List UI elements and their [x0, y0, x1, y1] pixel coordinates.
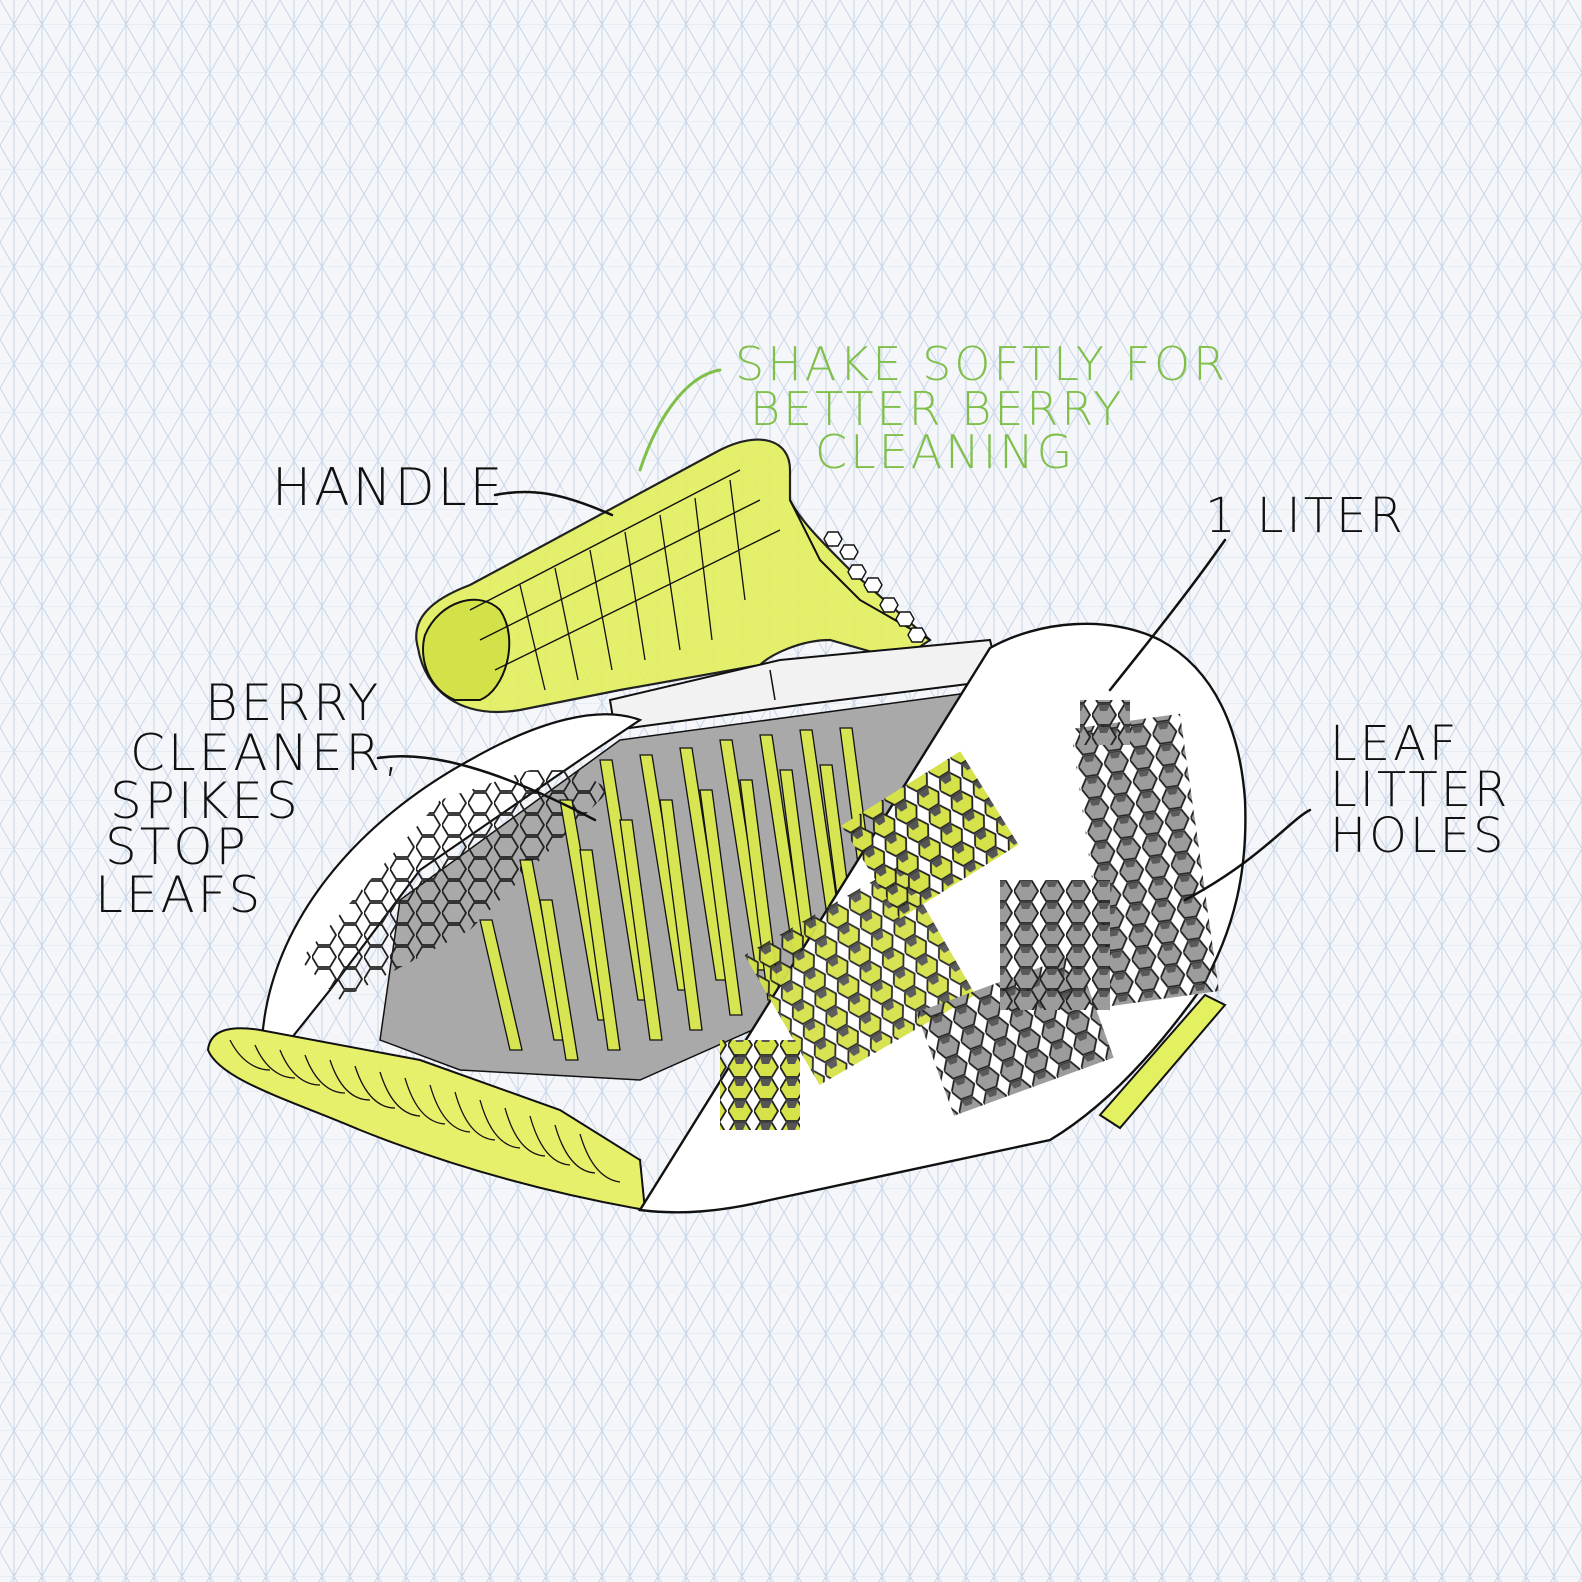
label-leaf-line2: LITTER — [1330, 762, 1510, 818]
label-berry-line1: BERRY — [205, 674, 381, 732]
leader-leaf — [1183, 808, 1312, 902]
leader-berry — [376, 755, 597, 822]
leader-handle — [493, 490, 614, 517]
handle-part — [415, 438, 932, 713]
leader-shake — [638, 368, 722, 472]
label-shake-line1: SHAKE SOFTLY FOR — [735, 337, 1228, 391]
hex-holes-dark — [916, 700, 1219, 1116]
label-berry-line3: SPIKES — [110, 772, 301, 830]
label-leaf-line1: LEAF — [1330, 716, 1460, 772]
label-berry-line2: CLEANER, — [130, 724, 402, 782]
label-leaf-line3: HOLES — [1330, 808, 1506, 864]
label-liter: 1 LITER — [1205, 488, 1406, 544]
spike-comb — [479, 727, 881, 1061]
right-side-panel — [637, 622, 1247, 1214]
leader-lines — [376, 368, 1312, 902]
label-shake-line3: CLEANING — [815, 425, 1075, 479]
label-handle: HANDLE — [272, 458, 505, 518]
front-comb — [206, 1027, 647, 1212]
label-shake-line2: BETTER BERRY — [750, 382, 1125, 436]
annotations: HANDLE SHAKE SOFTLY FOR BETTER BERRY CLE… — [95, 337, 1510, 924]
label-berry-line4: STOP — [105, 818, 249, 876]
label-berry-line5: LEAFS — [95, 866, 263, 924]
hex-holes-green — [720, 751, 1019, 1130]
leader-liter — [1108, 538, 1227, 692]
